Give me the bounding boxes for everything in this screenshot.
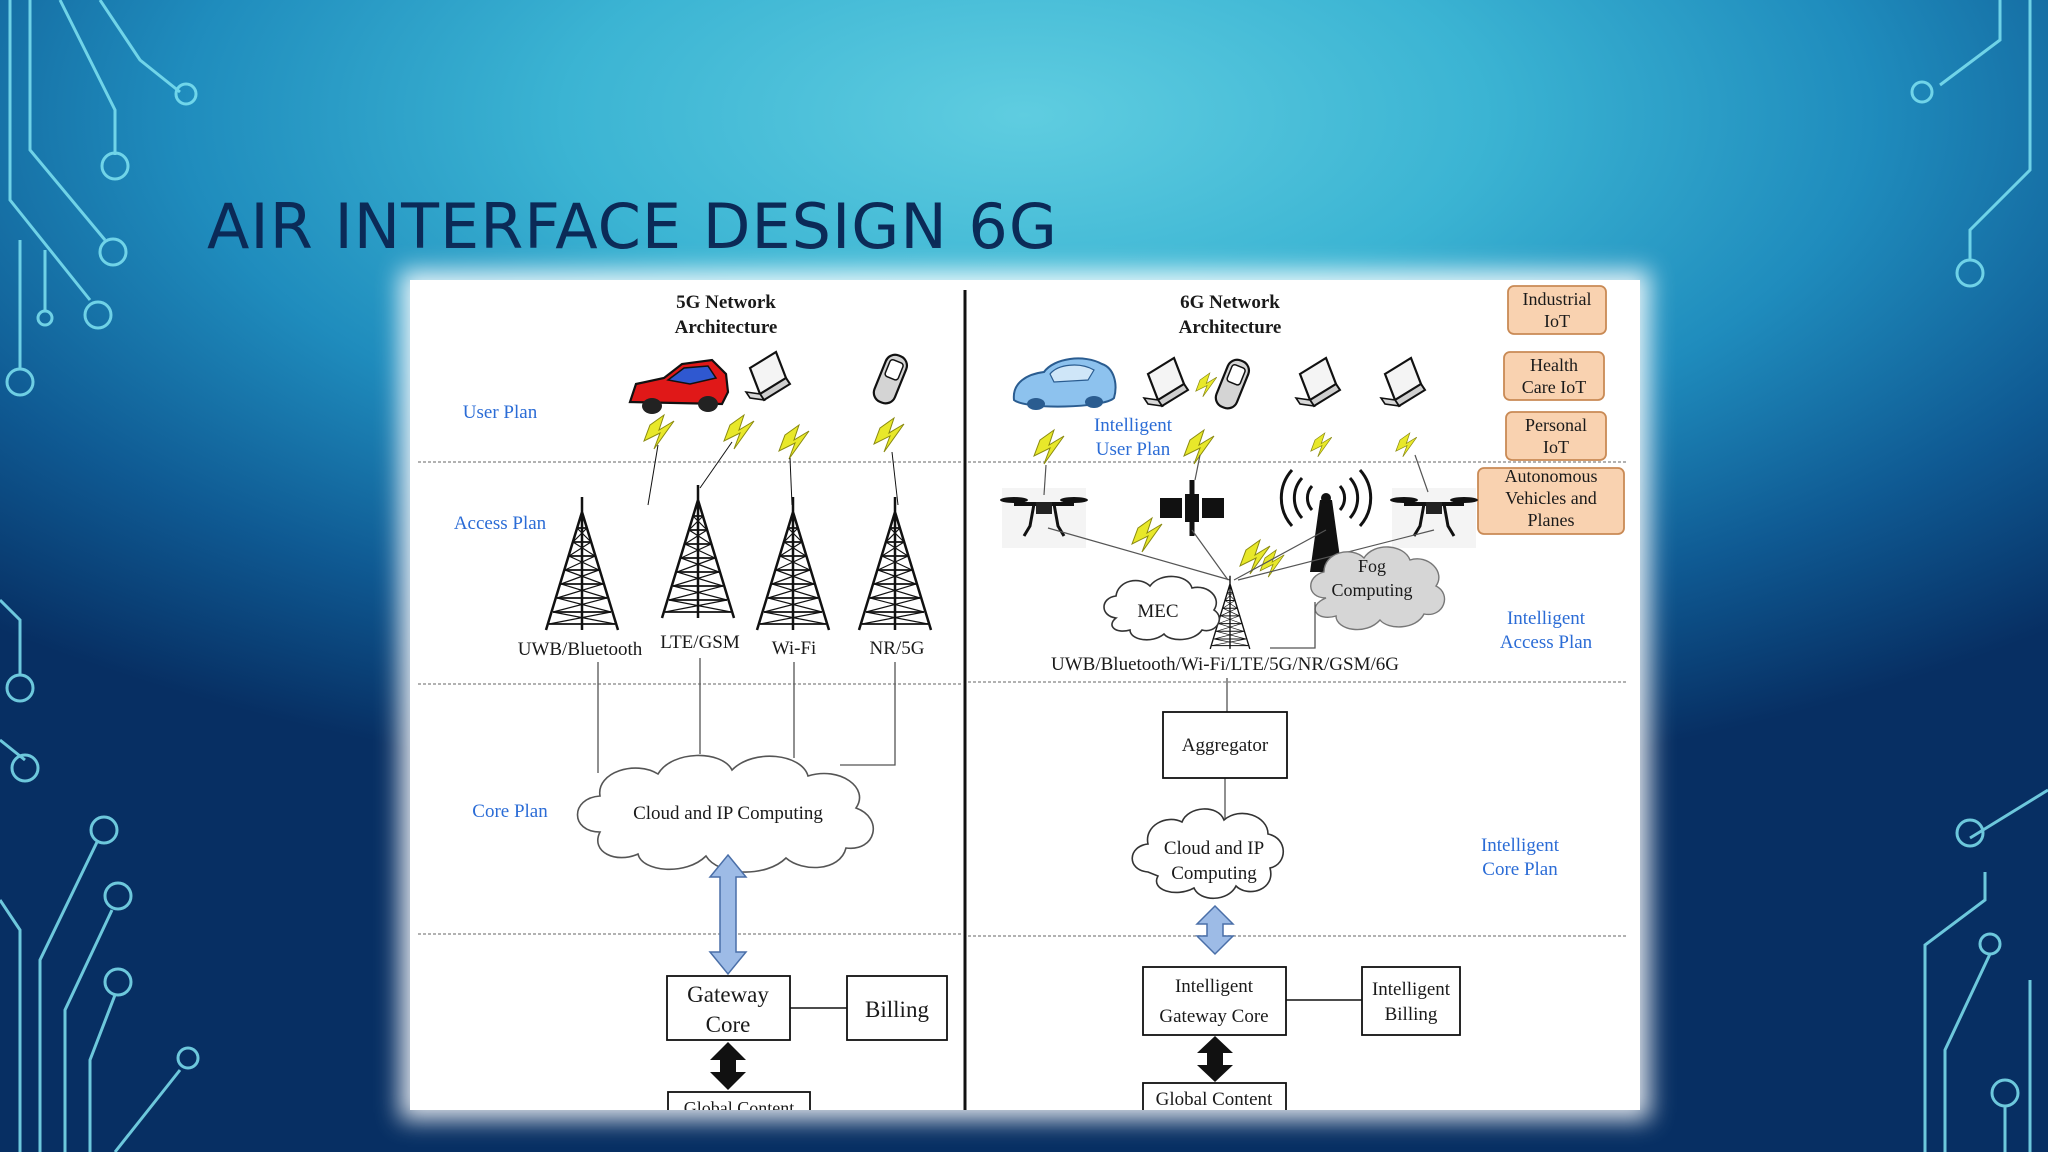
svg-text:Vehicles and: Vehicles and	[1505, 488, 1596, 508]
drone-icon	[1388, 486, 1480, 550]
iot-box-health: Health Care IoT	[1503, 351, 1605, 401]
svg-text:Care IoT: Care IoT	[1522, 377, 1586, 397]
intelligent-billing-label: Billing	[1385, 1004, 1438, 1025]
satellite-icon	[1160, 480, 1224, 536]
core-plane-label: Core Plan	[472, 801, 548, 822]
tower-label: NR/5G	[870, 638, 925, 659]
fog-computing-label: Fog	[1358, 556, 1386, 576]
svg-text:IoT: IoT	[1543, 437, 1569, 457]
global-content-box	[667, 1091, 811, 1110]
lightning-icon	[778, 424, 810, 460]
5g-heading: 5G Network	[676, 292, 776, 313]
cloud-label: Cloud and IP	[1164, 838, 1264, 859]
laptop-icon	[1294, 356, 1342, 408]
intelligent-access-plane-label: Access Plan	[1500, 632, 1593, 653]
lightning-icon	[723, 414, 755, 450]
tower-icon	[544, 495, 620, 632]
lightning-icon	[643, 414, 675, 450]
tower-label: UWB/Bluetooth	[518, 639, 643, 660]
global-content-label: Global Content	[1156, 1089, 1273, 1110]
intelligent-billing-box	[1361, 966, 1461, 1036]
intelligent-core-plane-label: Core Plan	[1482, 859, 1558, 880]
svg-text:Industrial: Industrial	[1523, 289, 1592, 309]
6g-heading: Architecture	[1179, 317, 1282, 338]
global-content-label: Global Content	[684, 1098, 795, 1110]
svg-text:Planes: Planes	[1528, 510, 1575, 530]
iot-box-personal: Personal IoT	[1505, 411, 1607, 461]
slide-title: AIR INTERFACE DESIGN 6G	[207, 190, 1058, 263]
5g-heading: Architecture	[675, 317, 778, 338]
tower-icon	[857, 495, 933, 632]
tower-icon	[660, 483, 736, 620]
intelligent-user-plane-label: Intelligent	[1094, 415, 1173, 436]
lightning-icon	[1033, 429, 1065, 465]
aggregator-label: Aggregator	[1182, 735, 1269, 756]
gateway-core-box	[666, 975, 791, 1041]
cloud-label: Computing	[1171, 863, 1257, 884]
tower-label: LTE/GSM	[660, 632, 740, 653]
gateway-core-label: Gateway	[687, 982, 769, 1007]
intelligent-gateway-label: Gateway Core	[1159, 1006, 1268, 1027]
svg-text:IoT: IoT	[1544, 311, 1570, 331]
billing-box	[846, 975, 948, 1041]
car-icon	[628, 358, 730, 414]
cloud-shape	[1131, 808, 1284, 900]
laptop-icon	[1379, 356, 1427, 408]
lightning-icon	[1195, 372, 1218, 398]
tower-icon	[755, 495, 831, 632]
lightning-icon	[1131, 517, 1163, 553]
radio-tech-label: UWB/Bluetooth/Wi-Fi/LTE/5G/NR/GSM/6G	[1051, 654, 1399, 675]
intelligent-user-plane-label: User Plan	[1096, 439, 1171, 460]
fog-cloud-shape	[1310, 546, 1446, 631]
double-arrow-icon	[708, 853, 748, 976]
laptop-icon	[1142, 356, 1190, 408]
svg-text:Health: Health	[1530, 355, 1578, 375]
laptop-icon	[744, 350, 792, 402]
phone-icon	[1211, 355, 1254, 413]
intelligent-gateway-box	[1142, 966, 1287, 1036]
access-plane-label: Access Plan	[454, 513, 547, 534]
intelligent-core-plane-label: Intelligent	[1481, 835, 1560, 856]
aggregator-box	[1162, 711, 1288, 779]
lightning-icon	[1395, 432, 1418, 458]
lightning-icon	[1310, 432, 1333, 458]
double-arrow-icon	[1197, 1036, 1233, 1082]
drone-icon	[998, 486, 1090, 550]
cloud-label: Cloud and IP Computing	[633, 803, 823, 824]
lightning-icon	[873, 417, 905, 453]
fog-computing-label: Computing	[1331, 580, 1412, 600]
tower-label: Wi-Fi	[772, 638, 817, 659]
phone-icon	[869, 350, 912, 408]
gateway-core-label: Core	[706, 1012, 751, 1037]
double-arrow-icon	[710, 1042, 746, 1090]
double-arrow-icon	[1195, 904, 1235, 956]
cloud-shape	[576, 754, 875, 873]
intelligent-gateway-label: Intelligent	[1175, 976, 1254, 997]
iot-box-industrial: Industrial IoT	[1507, 285, 1607, 335]
architecture-diagram: 5G Network Architecture User Plan Access…	[410, 280, 1640, 1110]
global-content-box	[1142, 1082, 1287, 1110]
billing-label: Billing	[865, 997, 929, 1022]
svg-text:Autonomous: Autonomous	[1504, 466, 1597, 486]
svg-text:Personal: Personal	[1525, 415, 1587, 435]
user-plane-label: User Plan	[463, 402, 538, 423]
autonomous-car-icon	[1012, 357, 1117, 410]
6g-heading: 6G Network	[1180, 292, 1280, 313]
mec-cloud-shape	[1103, 575, 1220, 641]
mec-label: MEC	[1137, 601, 1178, 622]
iot-box-autonomous: Autonomous Vehicles and Planes	[1477, 466, 1625, 535]
intelligent-billing-label: Intelligent	[1372, 979, 1451, 1000]
intelligent-access-plane-label: Intelligent	[1507, 608, 1586, 629]
